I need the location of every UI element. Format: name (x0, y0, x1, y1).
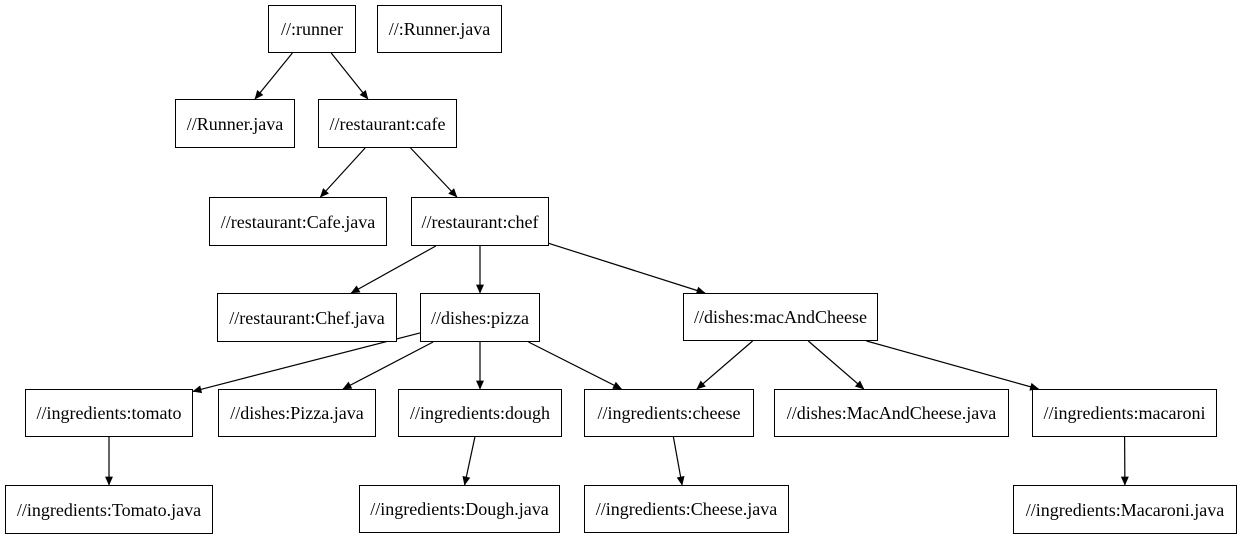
graph-edge-chef-to-chef_java (350, 245, 437, 294)
graph-edge-pizza-to-cheese (528, 341, 623, 390)
graph-node-label: //Runner.java (186, 113, 284, 134)
graph-node-label: //ingredients:cheese (597, 403, 741, 423)
graph-node-pizza_java: //dishes:Pizza.java (218, 389, 376, 437)
graph-node-runner: //:runner (268, 5, 356, 53)
graph-node-runner_java_top: //:Runner.java (377, 5, 502, 53)
graph-edge-mac-to-cheese (696, 340, 753, 390)
graph-node-label: //ingredients:Macaroni.java (1025, 499, 1225, 520)
graph-node-label: //dishes:Pizza.java (230, 403, 364, 423)
graph-node-label: //ingredients:macaroni (1043, 403, 1206, 423)
graph-node-chef_java: //restaurant:Chef.java (217, 293, 397, 342)
graph-node-cheese: //ingredients:cheese (584, 389, 754, 437)
graph-node-dough: //ingredients:dough (398, 389, 562, 437)
graph-node-dough_java: //ingredients:Dough.java (359, 485, 560, 533)
graph-node-label: //ingredients:tomato (36, 403, 182, 423)
graph-node-mac: //dishes:macAndCheese (683, 293, 878, 341)
graph-node-label: //restaurant:Cafe.java (220, 211, 376, 232)
graph-node-label: //:Runner.java (388, 19, 491, 39)
graph-node-cafe_java: //restaurant:Cafe.java (209, 197, 387, 246)
graph-edge-cheese-to-cheese_java (672, 436, 685, 486)
graph-node-cheese_java: //ingredients:Cheese.java (584, 485, 789, 533)
graph-node-label: //dishes:pizza (431, 307, 529, 328)
graph-edge-pizza-to-pizza_java (342, 341, 434, 390)
graph-node-tomato: //ingredients:tomato (25, 389, 193, 437)
graph-node-runner_java: //Runner.java (175, 99, 295, 148)
graph-node-tomato_java: //ingredients:Tomato.java (5, 485, 213, 534)
graph-edge-mac-to-mac_java (807, 340, 865, 390)
graph-node-pizza: //dishes:pizza (420, 293, 540, 342)
graph-node-label: //ingredients:Tomato.java (16, 499, 202, 520)
graph-edge-runner-to-runner_java (254, 52, 293, 100)
graph-node-label: //dishes:macAndCheese (694, 307, 867, 327)
graph-node-macaroni: //ingredients:macaroni (1032, 389, 1217, 437)
graph-node-label: //restaurant:Chef.java (229, 307, 385, 328)
graph-node-label: //ingredients:Cheese.java (595, 499, 778, 519)
graph-node-label: //:runner (281, 19, 343, 39)
graph-edge-mac-to-macaroni (866, 340, 1040, 391)
graph-edge-chef-to-mac (548, 242, 706, 295)
graph-node-label: //ingredients:dough (410, 403, 550, 423)
graph-edge-runner-to-cafe (330, 52, 369, 100)
graph-node-chef: //restaurant:chef (411, 197, 549, 246)
graph-node-cafe: //restaurant:cafe (318, 99, 457, 148)
graph-node-label: //restaurant:chef (421, 211, 539, 232)
graph-edge-cafe-to-chef (410, 147, 458, 198)
graph-node-label: //ingredients:Dough.java (370, 499, 549, 519)
graph-node-mac_java: //dishes:MacAndCheese.java (774, 389, 1009, 437)
graph-node-label: //dishes:MacAndCheese.java (786, 403, 997, 423)
graph-node-macaroni_java: //ingredients:Macaroni.java (1013, 485, 1237, 534)
graph-edge-cafe-to-cafe_java (319, 147, 366, 198)
graph-node-label: //restaurant:cafe (329, 113, 446, 134)
graph-edge-dough-to-dough_java (462, 436, 476, 486)
graph-edge-pizza-to-tomato (192, 332, 421, 394)
